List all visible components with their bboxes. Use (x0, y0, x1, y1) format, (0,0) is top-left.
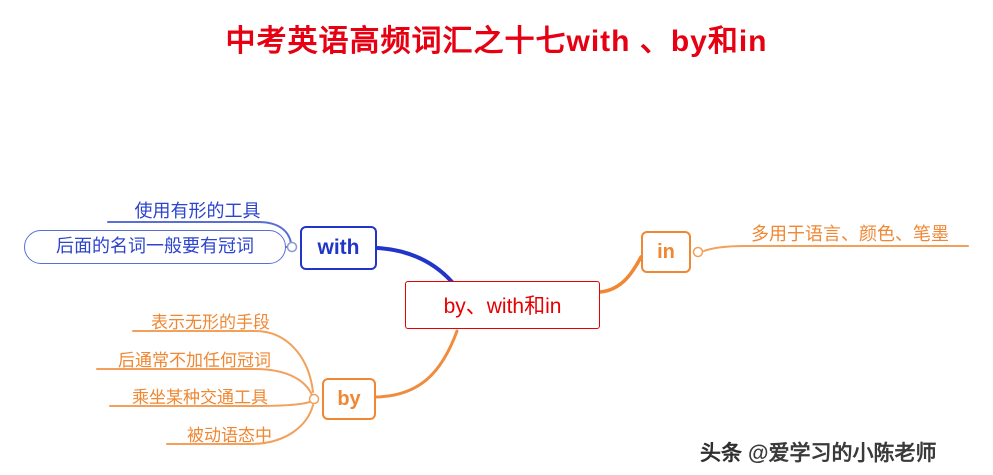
in-node: in (641, 231, 691, 273)
connector-center-by (374, 329, 459, 399)
junction-circle-in (692, 246, 704, 258)
center-node: by、with和in (405, 281, 600, 329)
watermark-brand: 头条 (700, 442, 742, 465)
in-leaf-language: 多用于语言、颜色、笔墨 (751, 224, 949, 244)
connector-in-leaf-1 (703, 245, 969, 252)
junction-circle-with (286, 241, 298, 253)
connector-center-with (375, 246, 454, 284)
watermark: 头条 @爱学习的小陈老师 (700, 437, 936, 467)
by-leaf-passive: 被动语态中 (187, 426, 272, 445)
by-leaf-no-article: 后通常不加任何冠词 (118, 351, 271, 370)
with-leaf-article: 后面的名词一般要有冠词 (24, 230, 286, 264)
with-leaf-tool: 使用有形的工具 (134, 201, 261, 221)
watermark-handle: @爱学习的小陈老师 (748, 442, 937, 465)
by-node: by (322, 378, 376, 420)
page-title: 中考英语高频词汇之十七with 、by和in (225, 25, 768, 58)
with-node: with (300, 226, 377, 270)
by-leaf-means: 表示无形的手段 (151, 313, 270, 332)
junction-circle-by (308, 393, 320, 405)
connector-center-in (598, 255, 643, 294)
by-leaf-transport: 乘坐某种交通工具 (132, 388, 268, 407)
